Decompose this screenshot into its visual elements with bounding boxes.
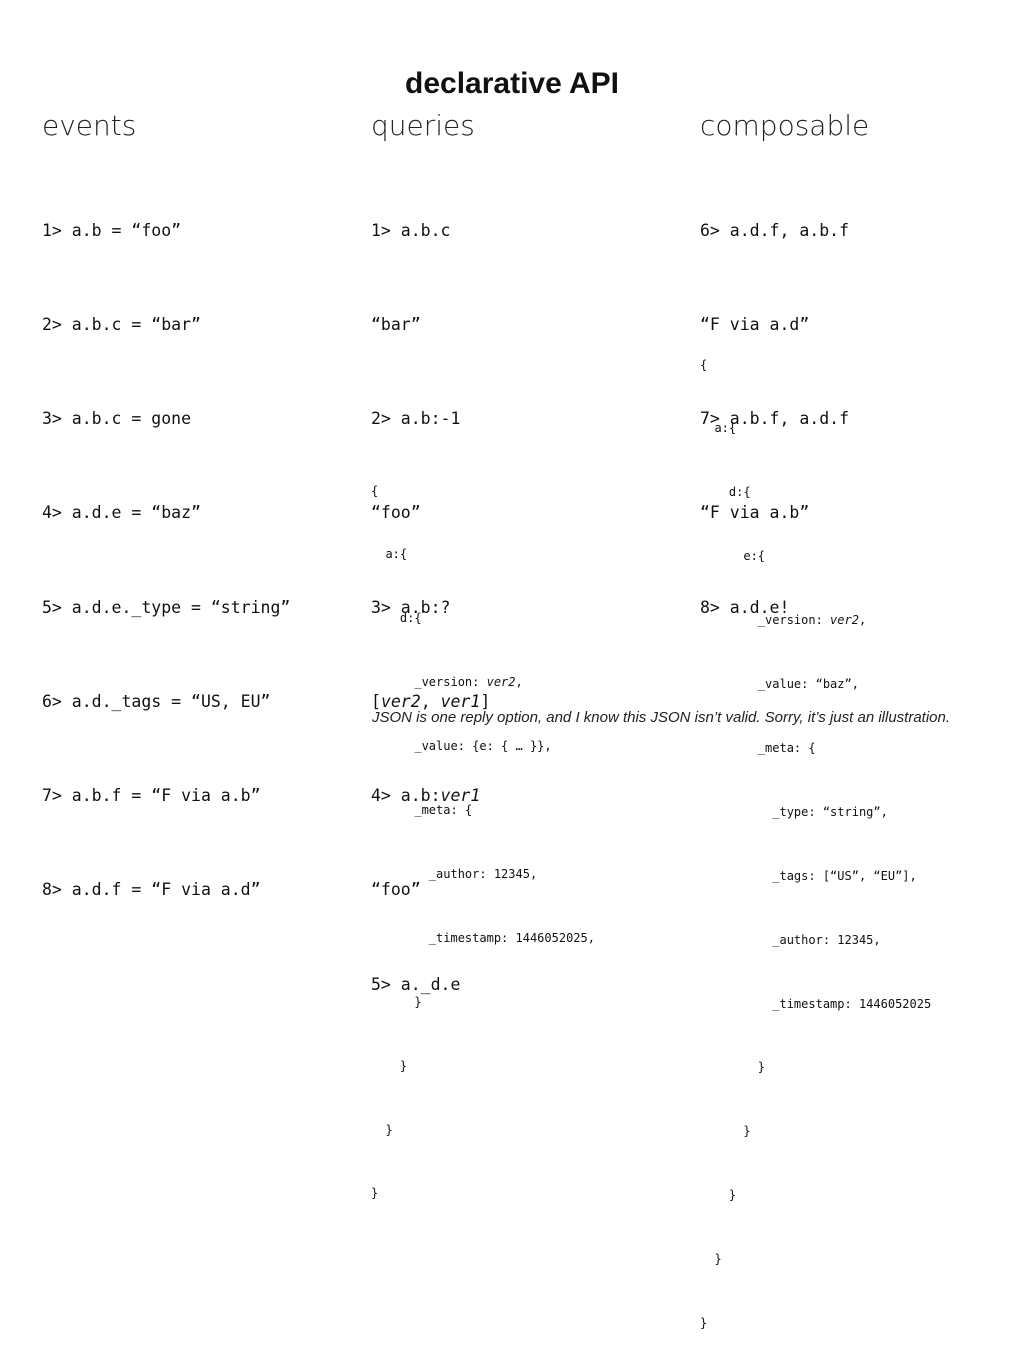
json-line: _value: “baz”, xyxy=(700,677,859,692)
json-line: _meta: { xyxy=(371,803,473,818)
queries-line: 1> a.b.c xyxy=(371,220,451,240)
events-line: 4> a.d.e = “baz” xyxy=(42,503,201,523)
json-line: } xyxy=(371,1058,408,1073)
queries-line: 2> a.b:-1 xyxy=(371,409,461,429)
json-line: _meta: { xyxy=(700,740,816,755)
events-line: 6> a.d._tags = “US, EU” xyxy=(42,691,271,711)
json-line: _version: ver2, xyxy=(700,613,867,628)
events-line: 8> a.d.f = “F via a.d” xyxy=(42,880,261,900)
events-list: 1> a.b = “foo” 2> a.b.c = “bar” 3> a.b.c… xyxy=(42,152,290,937)
json-line: } xyxy=(371,994,422,1009)
json-line: d:{ xyxy=(371,611,422,626)
queries-json-reply: { a:{ d:{ _version: ver2, _value: {e: { … xyxy=(371,438,595,1226)
json-line: } xyxy=(700,1315,708,1330)
json-line: _author: 12345, xyxy=(700,932,881,947)
composable-heading: composable xyxy=(700,109,870,142)
events-line: 5> a.d.e._type = “string” xyxy=(42,597,291,617)
json-line: } xyxy=(371,1122,393,1137)
json-line: } xyxy=(700,1252,722,1267)
json-line: { xyxy=(371,483,379,498)
json-line: _value: {e: { … }}, xyxy=(371,739,552,754)
json-line: _author: 12345, xyxy=(371,866,538,881)
json-line: } xyxy=(700,1124,751,1139)
composable-list: 6> a.d.f, a.b.f “F via a.d” 7> a.b.f, a.… xyxy=(700,152,849,655)
json-line: } xyxy=(700,1188,737,1203)
json-line: } xyxy=(700,1060,766,1075)
composable-json-reply: { a:{ d:{ e:{ _version: ver2, _value: “b… xyxy=(700,312,931,1356)
slide-title: declarative API xyxy=(405,67,619,100)
events-heading: events xyxy=(42,109,137,142)
json-line: _timestamp: 1446052025, xyxy=(371,930,595,945)
queries-line: [ver2, ver1] xyxy=(371,691,491,711)
events-line: 1> a.b = “foo” xyxy=(42,220,182,240)
composable-line: 7> a.b.f, a.d.f xyxy=(700,409,850,429)
json-line: _tags: [“US”, “EU”], xyxy=(700,868,917,883)
json-line: e:{ xyxy=(700,549,766,564)
json-line: d:{ xyxy=(700,485,751,500)
composable-line: 6> a.d.f, a.b.f xyxy=(700,220,850,240)
json-line: _type: “string”, xyxy=(700,804,888,819)
queries-line: “foo” xyxy=(371,503,421,523)
json-line: _timestamp: 1446052025 xyxy=(700,996,932,1011)
json-line: { xyxy=(700,357,708,372)
events-line: 7> a.b.f = “F via a.b” xyxy=(42,786,261,806)
composable-line: “F via a.b” xyxy=(700,503,810,523)
json-line: a:{ xyxy=(371,547,408,562)
composable-line: 8> a.d.e! xyxy=(700,597,790,617)
footnote: JSON is one reply option, and I know thi… xyxy=(372,709,951,726)
queries-heading: queries xyxy=(371,109,475,142)
json-line: } xyxy=(371,1186,379,1201)
events-line: 3> a.b.c = gone xyxy=(42,409,192,429)
queries-line: 3> a.b:? xyxy=(371,597,451,617)
composable-line: “F via a.d” xyxy=(700,315,810,335)
queries-line: “bar” xyxy=(371,315,421,335)
json-line: a:{ xyxy=(700,421,737,436)
json-line: _version: ver2, xyxy=(371,675,523,690)
events-line: 2> a.b.c = “bar” xyxy=(42,315,201,335)
